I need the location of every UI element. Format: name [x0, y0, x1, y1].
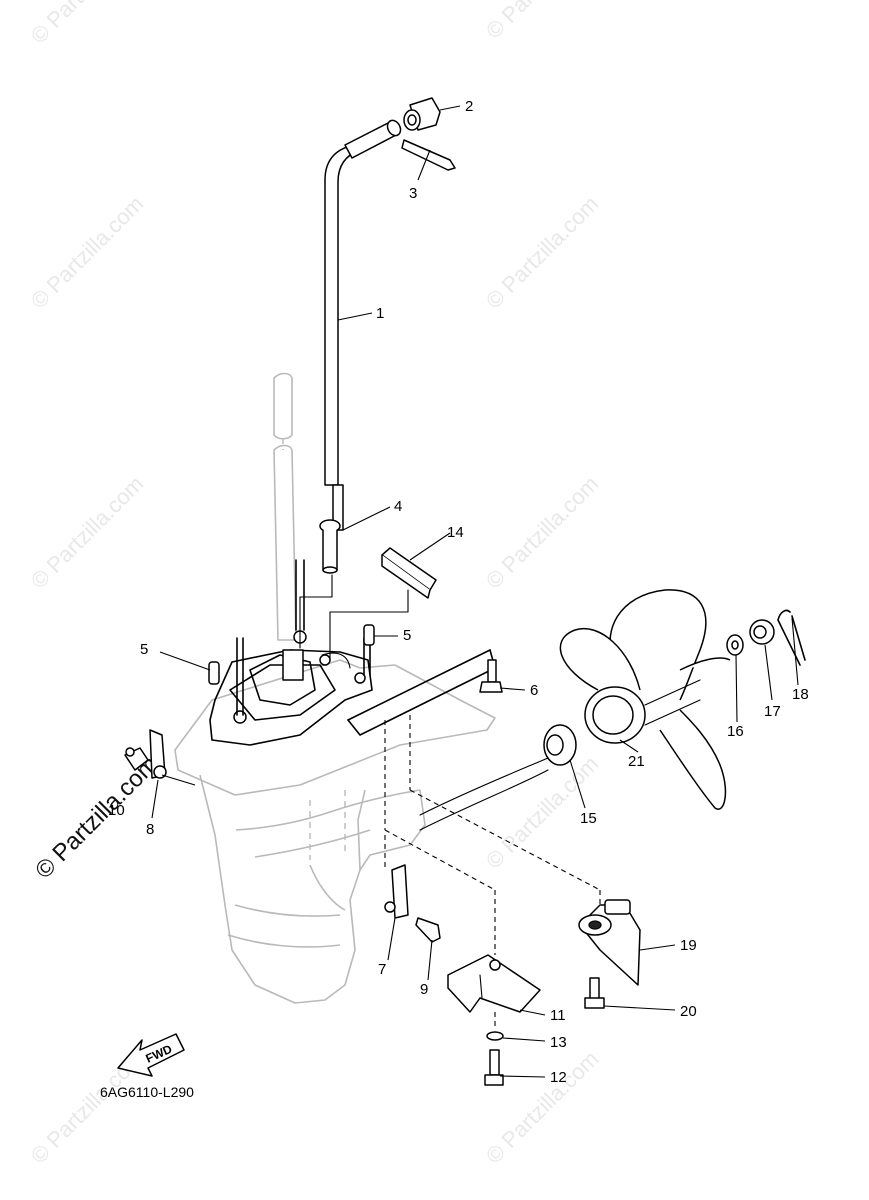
propeller: [559, 589, 731, 810]
callout-14: 14: [447, 524, 464, 541]
callout-5b: 5: [403, 627, 411, 644]
water-tube: [324, 119, 402, 486]
callout-20: 20: [680, 1003, 697, 1020]
diagram-code: 6AG6110-L290: [100, 1084, 194, 1100]
leader-lines: [151, 105, 799, 1078]
lower-casing: [174, 659, 496, 1004]
fwd-arrow-icon: FWD: [117, 1033, 185, 1077]
dowel-pins: [208, 624, 375, 685]
bolt-12: [484, 1049, 504, 1086]
callout-19: 19: [680, 937, 697, 954]
pump-housing: [209, 559, 496, 746]
callout-13: 13: [550, 1034, 567, 1051]
watermark: © Partzilla.com: [26, 0, 149, 49]
bolt-20: [584, 977, 605, 1009]
callouts: 1 2 3 4 5 5 6 7 8 9 10 11 12 13 14 15 16…: [108, 98, 809, 1086]
screw-9: [415, 917, 441, 943]
callout-4: 4: [394, 498, 402, 515]
grommet: [403, 97, 441, 131]
callout-8: 8: [146, 821, 154, 838]
plate-insert: [381, 547, 437, 599]
watermark: © Partzilla.com: [481, 0, 604, 44]
anode: [447, 954, 541, 1013]
prop-nut: [749, 619, 775, 645]
callout-6: 6: [530, 682, 538, 699]
watermark: © Partzilla.com: [26, 471, 149, 594]
callout-15: 15: [580, 810, 597, 827]
water-tube-seal: [319, 484, 344, 574]
callout-9: 9: [420, 981, 428, 998]
driveshaft: [273, 372, 297, 641]
callout-7: 7: [378, 961, 386, 978]
watermark: © Partzilla.com: [481, 471, 604, 594]
watermark: © Partzilla.com: [481, 191, 604, 314]
clip: [384, 864, 409, 919]
trim-tab: [578, 899, 641, 986]
explode-lines: [384, 715, 601, 1030]
callout-21: 21: [628, 753, 645, 770]
watermark-dark: © Partzilla.com: [30, 751, 163, 884]
callout-16: 16: [727, 723, 744, 740]
callout-17: 17: [764, 703, 781, 720]
callout-3: 3: [409, 185, 417, 202]
callout-11: 11: [550, 1007, 566, 1024]
callout-1: 1: [376, 305, 384, 322]
cotter-pin: [777, 609, 806, 666]
callout-10: 10: [108, 802, 125, 819]
bolt-6: [479, 659, 503, 693]
callout-5a: 5: [140, 641, 148, 658]
prop-washer: [726, 634, 744, 656]
callout-18: 18: [792, 686, 809, 703]
grease-fitting: [124, 729, 196, 786]
callout-12: 12: [550, 1069, 567, 1086]
callout-2: 2: [465, 98, 473, 115]
watermark: © Partzilla.com: [26, 191, 149, 314]
spacer: [419, 724, 577, 831]
washer: [486, 1031, 504, 1041]
